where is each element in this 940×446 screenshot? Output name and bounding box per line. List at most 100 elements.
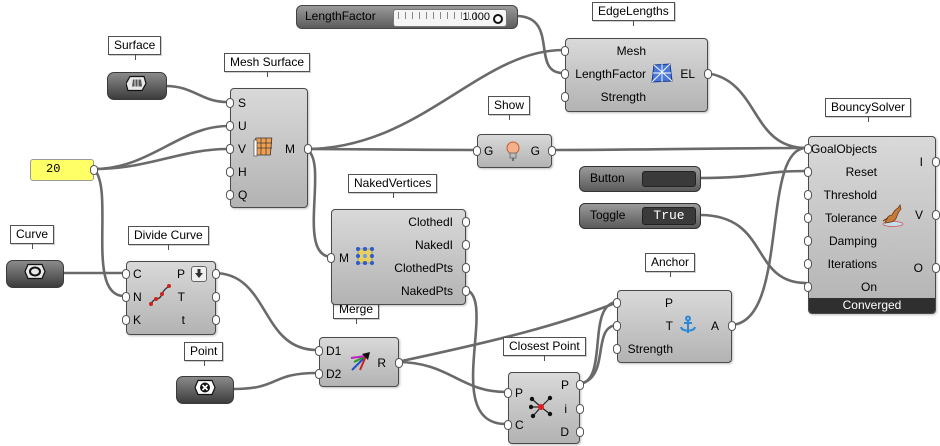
bouncy-solver-input-label: Damping xyxy=(828,234,877,248)
toggle-label: Toggle xyxy=(590,208,626,222)
merge-input-port[interactable] xyxy=(315,369,323,379)
closest-point-output-label: i xyxy=(564,402,567,416)
mesh-surface-output-port[interactable] xyxy=(304,144,312,154)
bouncy-solver-input-label: On xyxy=(860,280,877,294)
mesh-surface-component[interactable]: S U V H Q M xyxy=(226,88,312,208)
merge-component[interactable]: D1 D2 R xyxy=(315,337,403,387)
mesh-surface-input-port[interactable] xyxy=(226,98,234,108)
edge-lengths-component[interactable]: Mesh LengthFactor Strength EL xyxy=(561,38,712,112)
length-factor-slider[interactable]: LengthFactor 1.000 xyxy=(296,5,518,29)
wire-panel-to-mesh-u xyxy=(92,124,230,171)
merge-input-port[interactable] xyxy=(315,346,323,356)
point-param[interactable] xyxy=(176,376,234,404)
merge-output-port[interactable] xyxy=(395,358,403,368)
edge-lengths-output-port[interactable] xyxy=(704,69,712,79)
wire-edgelengths-to-solver xyxy=(704,71,808,150)
bouncy-solver-input-port[interactable] xyxy=(804,213,812,223)
naked-vertices-output-port[interactable] xyxy=(462,217,470,227)
bouncy-solver-input-label: Reset xyxy=(845,165,877,179)
divide-curve-input-port[interactable] xyxy=(122,315,130,325)
slider-knob[interactable] xyxy=(493,14,503,24)
surface-param-icon xyxy=(125,74,148,99)
toggle-component[interactable]: Toggle True xyxy=(579,203,701,229)
divide-curve-output-label: t xyxy=(181,313,185,327)
divide-curve-output-port[interactable] xyxy=(212,315,220,325)
divide-curve-input-port[interactable] xyxy=(122,269,130,279)
wire-surface-to-mesh-s xyxy=(163,84,230,104)
edge-lengths-input-port[interactable] xyxy=(561,69,569,79)
solver-status-bar: Converged xyxy=(809,298,935,313)
bouncy-solver-input-port[interactable] xyxy=(804,236,812,246)
bouncy-solver-input-port[interactable] xyxy=(804,190,812,200)
edge-lengths-input-port[interactable] xyxy=(561,92,569,102)
closest-point-icon xyxy=(528,395,553,424)
mesh-surface-input-port[interactable] xyxy=(226,167,234,177)
curve-param[interactable] xyxy=(6,260,64,288)
closest-point-input-port[interactable] xyxy=(504,388,512,398)
divide-curve-output-port[interactable] xyxy=(212,292,220,302)
edge-lengths-input-label: Strength xyxy=(600,90,646,104)
show-output-port[interactable] xyxy=(548,146,556,156)
closest-point-output-port[interactable] xyxy=(576,427,584,437)
panel-output-port[interactable] xyxy=(90,165,98,175)
number-panel[interactable]: 20 xyxy=(30,159,98,181)
kangaroo-icon xyxy=(881,203,905,232)
slider-track[interactable]: 1.000 xyxy=(393,9,507,27)
bouncy-solver-output-port[interactable] xyxy=(932,210,940,220)
divide-curve-output-port[interactable] xyxy=(212,269,220,279)
edge-lengths-tag: EdgeLengths xyxy=(592,2,675,26)
button-face[interactable] xyxy=(642,171,696,187)
wire-panel-to-mesh-v xyxy=(92,147,230,171)
bouncy-solver-component[interactable]: GoalObjects Reset Threshold Tolerance Da… xyxy=(804,136,940,314)
button-component[interactable]: Button xyxy=(579,166,701,192)
bouncy-solver-output-label: I xyxy=(919,155,923,169)
bouncy-solver-input-port[interactable] xyxy=(804,282,812,292)
bulb-icon xyxy=(504,140,522,167)
naked-vertices-output-port[interactable] xyxy=(462,286,470,296)
edge-lengths-input-port[interactable] xyxy=(561,46,569,56)
anchor-input-port[interactable] xyxy=(613,321,621,331)
show-input-port[interactable] xyxy=(473,146,481,156)
bouncy-solver-output-port[interactable] xyxy=(932,157,940,167)
anchor-component[interactable]: P T Strength A xyxy=(613,290,736,363)
wire-slider-to-edgelengths xyxy=(514,14,565,75)
toggle-value[interactable]: True xyxy=(642,207,696,225)
show-output-label: G xyxy=(530,144,540,158)
bouncy-solver-input-port[interactable] xyxy=(804,167,812,177)
bouncy-solver-input-label: GoalObjects xyxy=(810,142,877,156)
closest-point-output-port[interactable] xyxy=(576,404,584,414)
closest-point-input-port[interactable] xyxy=(504,420,512,430)
closest-point-output-port[interactable] xyxy=(576,380,584,390)
mesh-surface-input-port[interactable] xyxy=(226,121,234,131)
bouncy-solver-output-label: O xyxy=(913,261,923,275)
closest-point-component[interactable]: P C P i D xyxy=(504,372,584,444)
wire-mesh-to-show xyxy=(304,147,477,152)
naked-vertices-output-port[interactable] xyxy=(462,240,470,250)
divide-curve-component[interactable]: C N K P T t xyxy=(122,261,220,335)
naked-vertices-output-port[interactable] xyxy=(462,263,470,273)
closest-point-tag: Closest Point xyxy=(503,337,586,361)
bouncy-solver-tag: BouncySolver xyxy=(825,98,912,122)
bouncy-solver-output-port[interactable] xyxy=(932,263,940,273)
bouncy-solver-input-label: Tolerance xyxy=(824,211,877,225)
bouncy-solver-input-label: Threshold xyxy=(823,188,877,202)
divide-curve-input-label: K xyxy=(133,313,142,327)
bouncy-solver-input-port[interactable] xyxy=(804,259,812,269)
naked-vertices-input-port[interactable] xyxy=(327,253,335,263)
show-component[interactable]: G G xyxy=(473,134,556,168)
surface-param[interactable] xyxy=(107,72,167,100)
bouncy-solver-input-port[interactable] xyxy=(804,144,812,154)
mesh-surface-input-port[interactable] xyxy=(226,144,234,154)
anchor-output-port[interactable] xyxy=(728,321,736,331)
anchor-input-port[interactable] xyxy=(613,298,621,308)
anchor-output-label: A xyxy=(710,319,719,333)
anchor-input-port[interactable] xyxy=(613,344,621,354)
show-input-label: G xyxy=(484,144,494,158)
mesh-surface-input-port[interactable] xyxy=(226,190,234,200)
flatten-arrow-icon[interactable] xyxy=(191,266,207,282)
naked-vertices-output-label: ClothedPts xyxy=(394,261,453,275)
anchor-icon xyxy=(678,315,698,340)
mesh-surface-input-label: Q xyxy=(238,188,248,202)
naked-vertices-component[interactable]: M ClothedI NakedI ClothedPts NakedPts xyxy=(327,209,470,305)
divide-curve-input-port[interactable] xyxy=(122,292,130,302)
